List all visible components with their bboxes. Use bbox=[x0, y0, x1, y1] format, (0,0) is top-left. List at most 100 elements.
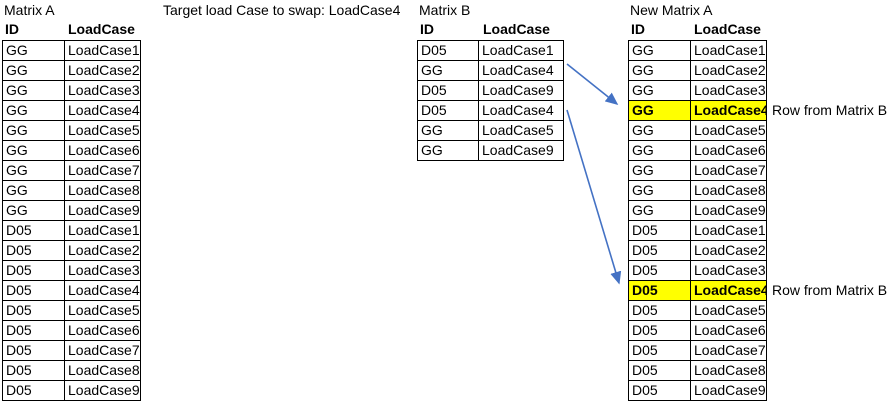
cell-id: GG bbox=[629, 101, 691, 120]
cell-loadcase: LoadCase1 bbox=[482, 42, 554, 58]
loadcase-column-header: LoadCase bbox=[694, 21, 761, 37]
cell-id: GG bbox=[3, 41, 65, 60]
cell-loadcase: LoadCase4 bbox=[482, 62, 554, 78]
cell-loadcase: LoadCase3 bbox=[68, 262, 140, 278]
cell-loadcase: LoadCase7 bbox=[68, 162, 140, 178]
new-matrix-a-title: New Matrix A bbox=[630, 2, 713, 18]
cell-id: GG bbox=[629, 141, 691, 160]
cell-id: GG bbox=[629, 41, 691, 60]
swap-arrow-d05 bbox=[566, 109, 622, 285]
cell-id: D05 bbox=[3, 281, 65, 300]
cell-id: GG bbox=[3, 161, 65, 180]
cell-id: D05 bbox=[629, 241, 691, 260]
cell-id: D05 bbox=[629, 281, 691, 300]
cell-loadcase: LoadCase8 bbox=[694, 362, 766, 378]
cell-loadcase: LoadCase8 bbox=[694, 182, 766, 198]
cell-loadcase: LoadCase9 bbox=[694, 202, 766, 218]
cell-id: D05 bbox=[418, 41, 479, 60]
cell-loadcase: LoadCase2 bbox=[68, 242, 140, 258]
cell-loadcase: LoadCase4 bbox=[694, 102, 766, 118]
cell-id: GG bbox=[629, 81, 691, 100]
loadcase-column-header: LoadCase bbox=[483, 21, 550, 37]
cell-id: D05 bbox=[629, 221, 691, 240]
row-from-matrix-b-annotation: Row from Matrix B bbox=[772, 102, 888, 118]
cell-loadcase: LoadCase9 bbox=[68, 202, 140, 218]
cell-id: D05 bbox=[3, 261, 65, 280]
cell-loadcase: LoadCase3 bbox=[694, 82, 766, 98]
cell-loadcase: LoadCase5 bbox=[68, 302, 140, 318]
target-swap-label: Target load Case to swap: LoadCase4 bbox=[163, 2, 401, 18]
cell-loadcase: LoadCase5 bbox=[482, 122, 554, 138]
cell-loadcase: LoadCase7 bbox=[68, 342, 140, 358]
cell-id: GG bbox=[3, 181, 65, 200]
cell-id: GG bbox=[629, 161, 691, 180]
cell-loadcase: LoadCase1 bbox=[694, 42, 766, 58]
cell-id: GG bbox=[3, 101, 65, 120]
cell-loadcase: LoadCase1 bbox=[694, 222, 766, 238]
cell-id: D05 bbox=[629, 361, 691, 380]
cell-loadcase: LoadCase7 bbox=[694, 342, 766, 358]
cell-loadcase: LoadCase9 bbox=[694, 382, 766, 398]
cell-loadcase: LoadCase9 bbox=[68, 382, 140, 398]
cell-loadcase: LoadCase1 bbox=[68, 222, 140, 238]
cell-loadcase: LoadCase5 bbox=[694, 122, 766, 138]
cell-loadcase: LoadCase7 bbox=[694, 162, 766, 178]
cell-loadcase: LoadCase5 bbox=[68, 122, 140, 138]
cell-loadcase: LoadCase6 bbox=[694, 322, 766, 338]
cell-loadcase: LoadCase4 bbox=[68, 282, 140, 298]
cell-loadcase: LoadCase8 bbox=[68, 362, 140, 378]
cell-loadcase: LoadCase2 bbox=[694, 62, 766, 78]
cell-id: GG bbox=[3, 201, 65, 220]
cell-id: GG bbox=[418, 121, 479, 140]
cell-id: GG bbox=[418, 61, 479, 80]
cell-id: GG bbox=[629, 201, 691, 220]
swap-arrow-gg bbox=[566, 63, 619, 105]
cell-loadcase: LoadCase2 bbox=[68, 62, 140, 78]
cell-loadcase: LoadCase6 bbox=[694, 142, 766, 158]
cell-id: D05 bbox=[3, 321, 65, 340]
cell-loadcase: LoadCase4 bbox=[694, 282, 766, 298]
matrix-a-title: Matrix A bbox=[4, 2, 55, 18]
cell-id: D05 bbox=[629, 301, 691, 320]
id-column-header: ID bbox=[420, 21, 434, 37]
id-column-header: ID bbox=[5, 21, 19, 37]
cell-id: D05 bbox=[3, 341, 65, 360]
cell-loadcase: LoadCase4 bbox=[482, 102, 554, 118]
new-matrix-a-header: ID LoadCase bbox=[628, 20, 761, 38]
cell-loadcase: LoadCase8 bbox=[68, 182, 140, 198]
cell-id: GG bbox=[629, 181, 691, 200]
cell-loadcase: LoadCase9 bbox=[482, 82, 554, 98]
matrix-b-title: Matrix B bbox=[419, 2, 471, 18]
cell-id: D05 bbox=[3, 221, 65, 240]
cell-id: GG bbox=[3, 81, 65, 100]
row-from-matrix-b-annotation: Row from Matrix B bbox=[772, 282, 888, 298]
cell-loadcase: LoadCase3 bbox=[68, 82, 140, 98]
